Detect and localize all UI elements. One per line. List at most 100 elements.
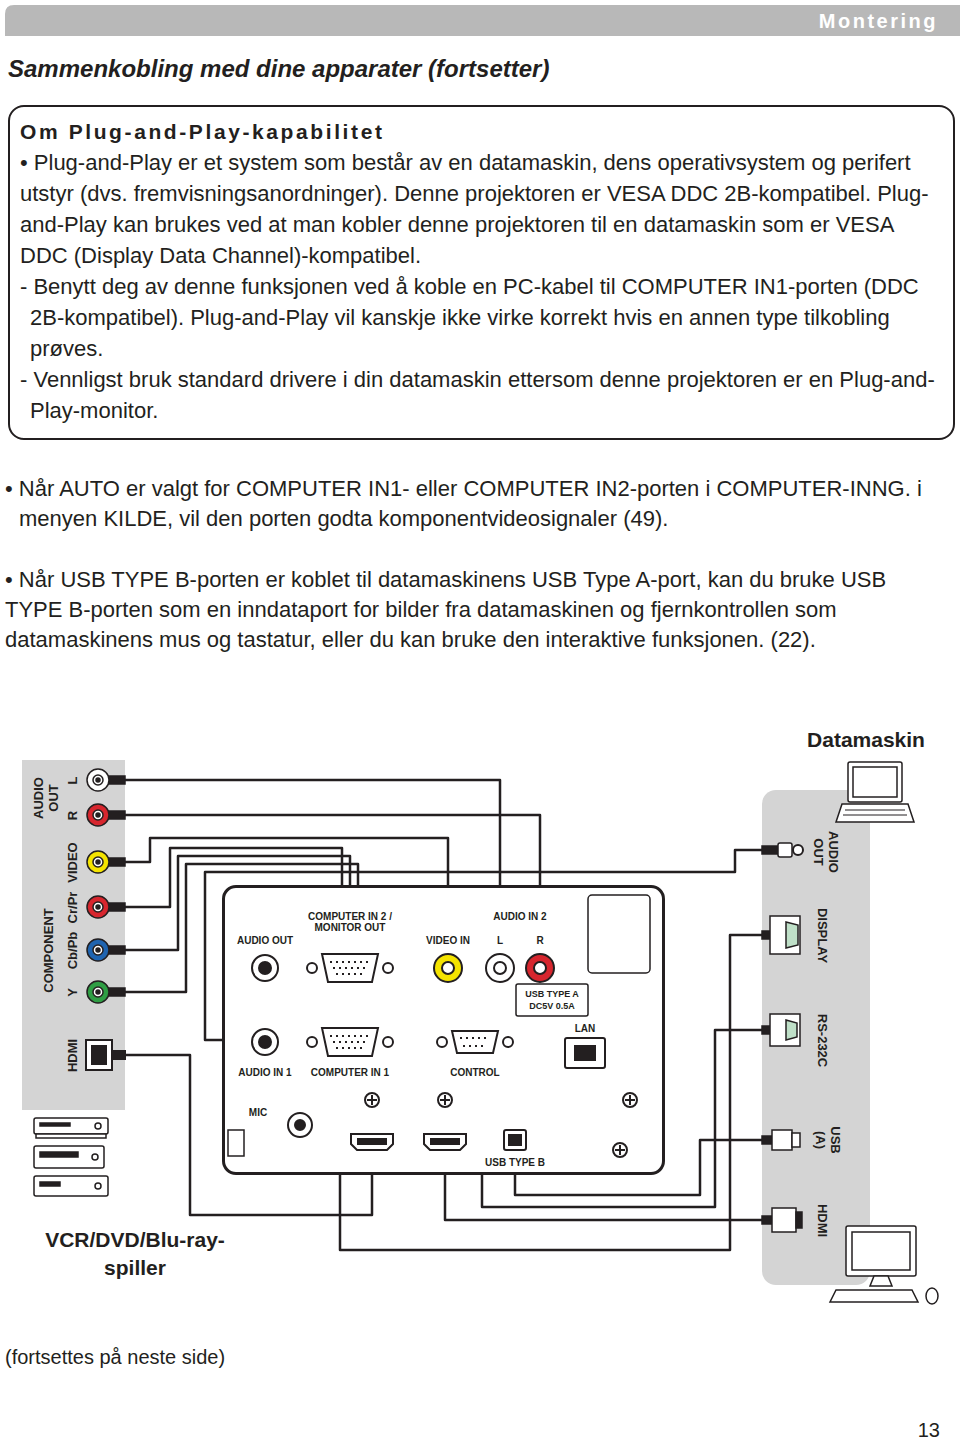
rca-plug	[87, 939, 109, 961]
projector-port	[452, 1031, 498, 1053]
page-number: 13	[880, 1418, 940, 1442]
video-player-icon	[95, 1123, 101, 1129]
port-label: DC5V 0.5A	[518, 1001, 586, 1011]
computer-port-plug	[762, 1026, 770, 1034]
section-tab: Montering	[690, 9, 938, 33]
rca-plug	[96, 860, 100, 864]
projector-port	[424, 1134, 466, 1150]
header-bar	[5, 5, 960, 36]
projector-port	[322, 954, 378, 982]
laptop-icon	[848, 762, 902, 802]
rca-plug	[87, 851, 109, 873]
computer-port-plug	[762, 1136, 772, 1144]
laptop-icon	[836, 762, 914, 822]
port-label: AUDIO OUT	[31, 775, 61, 821]
port-label: MIC	[243, 1107, 273, 1118]
projector-port	[228, 1130, 244, 1156]
video-player-icon	[95, 1183, 101, 1189]
projector-port	[252, 1029, 278, 1055]
video-player-icon	[40, 1123, 70, 1126]
port-label: CONTROL	[445, 1067, 505, 1078]
rca-plug	[87, 769, 125, 1003]
projector-port	[259, 1036, 271, 1048]
projector-port	[440, 1095, 450, 1105]
projector-port	[438, 1093, 452, 1107]
computer-port-plug	[772, 1208, 796, 1232]
cable	[482, 1030, 762, 1207]
projector-port	[259, 962, 271, 974]
port-label: AUDIO IN 2	[489, 911, 551, 922]
projector-port	[625, 1095, 635, 1105]
rca-plug	[96, 948, 100, 952]
projector-port	[516, 984, 588, 1016]
projector-port	[434, 954, 462, 982]
rca-plug	[93, 902, 103, 912]
desktop-icon	[852, 1232, 910, 1270]
projector-port	[486, 954, 514, 982]
port-label: R	[533, 935, 547, 946]
continued-note: (fortsettes på neste side)	[5, 1345, 405, 1370]
port-label: L	[65, 770, 80, 790]
projector-port	[252, 955, 278, 981]
port-label: COMPONENT	[41, 900, 56, 1000]
projector-port	[322, 1028, 378, 1056]
projector-port	[330, 1036, 370, 1048]
rca-plug	[108, 903, 125, 911]
projector-panel: AUDIO OUTCOMPUTER IN 2 / MONITOR OUTVIDE…	[222, 885, 665, 1175]
rca-plug	[96, 990, 100, 994]
cable	[515, 1140, 762, 1195]
cable	[125, 1055, 372, 1215]
laptop-icon	[836, 804, 914, 822]
note-text: • Når USB TYPE B-porten er koblet til da…	[5, 565, 945, 655]
header-bar	[5, 5, 960, 36]
port-label: HDMI	[65, 1032, 80, 1078]
port-label: HDMI	[815, 1195, 830, 1245]
note-item: - Benytt deg av denne funksjonen ved å k…	[20, 271, 939, 364]
note-item: - Vennligst bruk standard drivere i din …	[20, 364, 939, 426]
port-label: R	[65, 805, 80, 825]
port-label: Cb/Pb	[65, 928, 80, 972]
rca-plug	[93, 945, 103, 955]
port-label: Cr/Pr	[65, 885, 80, 929]
device-label: VCR/DVD/Blu-ray-spiller	[30, 1226, 240, 1282]
rca-plug	[93, 810, 103, 820]
cable	[125, 856, 350, 950]
port-label: LAN	[570, 1023, 600, 1034]
rca-plug	[96, 778, 100, 782]
projector-port	[623, 1093, 637, 1107]
projector-port	[613, 1143, 627, 1157]
projector-port	[534, 962, 546, 974]
projector-port	[509, 1135, 521, 1145]
rca-plug	[93, 987, 103, 997]
rca-plug	[108, 776, 125, 784]
rca-plug	[87, 896, 109, 918]
port-label: COMPUTER IN 2 / MONITOR OUT	[300, 911, 400, 933]
rca-plug	[96, 813, 100, 817]
cable	[445, 1175, 762, 1220]
projector-port	[504, 1130, 526, 1150]
computer-port-plug	[770, 916, 800, 954]
port-label: USB TYPE A	[518, 989, 586, 999]
rca-plug	[93, 775, 103, 785]
computer-port-plug	[770, 1014, 800, 1046]
projector-port	[367, 1095, 377, 1105]
device-band	[22, 760, 870, 1285]
video-player-icon	[34, 1176, 108, 1196]
projector-port	[383, 1037, 393, 1047]
device-band	[762, 790, 870, 1285]
video-player-icon	[34, 1118, 108, 1196]
projector-port	[565, 1038, 605, 1068]
device-panel: AUDIO OUTLRVIDEOCOMPONENTCr/PrCb/PbYHDMI	[22, 760, 125, 1110]
port-label: RS-232C	[815, 1005, 830, 1075]
hdmi-plug	[86, 1040, 112, 1070]
note-heading: Om Plug-and-Play-kapabilitet	[20, 117, 939, 147]
projector-port	[358, 1139, 386, 1144]
laptop-icon	[853, 767, 897, 797]
rca-plug	[87, 804, 109, 826]
projector-port	[615, 1145, 625, 1155]
projector-port	[383, 963, 393, 973]
projector-port	[460, 1038, 490, 1046]
desktop-icon	[870, 1276, 892, 1286]
port-label: L	[493, 935, 507, 946]
computer-port-plug	[762, 843, 803, 1232]
